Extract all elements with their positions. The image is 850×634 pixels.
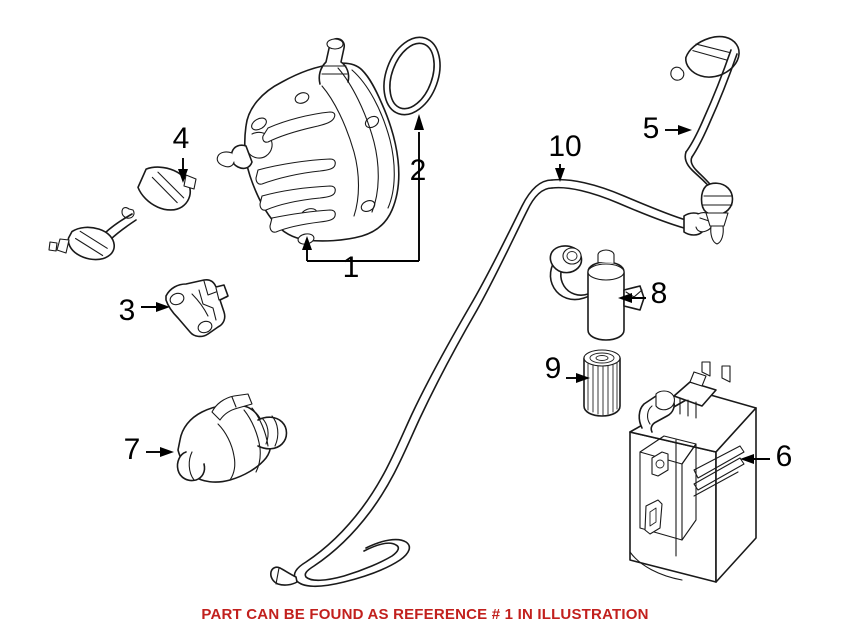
callout-number-10: 10 <box>548 130 581 163</box>
part-vacuum-hose-line <box>270 178 714 588</box>
part-oxygen-sensor-rear <box>670 35 740 245</box>
leader-4 <box>178 158 188 183</box>
callout-number-8: 8 <box>651 277 668 310</box>
callout-number-3: 3 <box>119 294 136 327</box>
leader-3 <box>141 302 170 312</box>
callout-number-1: 1 <box>343 251 360 284</box>
part-vent-valve <box>176 393 288 483</box>
callout-number-9: 9 <box>545 352 562 385</box>
leader-1 <box>302 236 401 262</box>
leader-2 <box>401 114 424 262</box>
part-filter-element <box>583 349 621 417</box>
reference-caption: PART CAN BE FOUND AS REFERENCE # 1 IN IL… <box>201 606 649 623</box>
part-charcoal-canister <box>629 361 757 583</box>
callout-number-5: 5 <box>643 112 660 145</box>
callout-number-4: 4 <box>173 122 190 155</box>
part-pressure-sensor-bracket <box>165 279 229 338</box>
leader-8 <box>618 293 646 303</box>
part-purge-valve <box>549 245 645 341</box>
leader-9 <box>566 373 590 383</box>
part-vacuum-pump <box>216 37 400 245</box>
callout-number-7: 7 <box>124 433 141 466</box>
callout-number-2: 2 <box>410 154 427 187</box>
part-oxygen-sensor-front <box>48 166 197 261</box>
leader-5 <box>665 125 692 135</box>
leader-10 <box>555 164 565 182</box>
callout-number-6: 6 <box>776 440 793 473</box>
leader-6 <box>740 454 770 464</box>
part-o-ring-seal <box>383 36 441 116</box>
leader-7 <box>146 447 174 457</box>
